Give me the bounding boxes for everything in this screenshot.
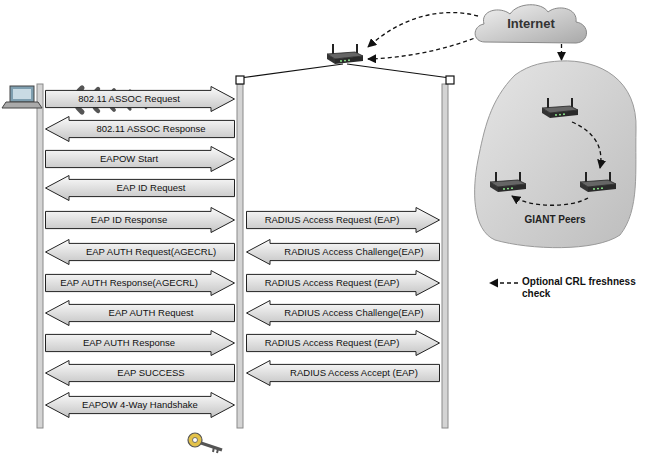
- message-label: EAPOW 4-Way Handshake: [71, 392, 209, 418]
- message-label: EAP AUTH Request: [71, 300, 231, 326]
- message-label: RADIUS Access Accept (EAP): [272, 360, 436, 386]
- message-arrow: EAP ID Response: [45, 207, 235, 233]
- message-label: RADIUS Access Request (EAP): [250, 270, 414, 296]
- message-arrow: 802.11 ASSOC Request: [45, 86, 235, 112]
- message-arrow: RADIUS Access Request (EAP): [246, 207, 440, 233]
- legend-text: Optional CRL freshness check: [522, 276, 640, 300]
- group-label: GIANT Peers: [470, 214, 640, 225]
- message-arrow: RADIUS Access Accept (EAP): [246, 360, 440, 386]
- message-arrow: EAPOW Start: [45, 146, 235, 172]
- message-arrow: 802.11 ASSOC Response: [45, 116, 235, 142]
- internet-cloud: Internet: [470, 2, 592, 44]
- laptop-icon: [2, 86, 42, 108]
- peer-access-point: [580, 172, 616, 192]
- message-label: RADIUS Access Request (EAP): [250, 207, 414, 233]
- arrow-shape: [46, 331, 235, 356]
- arrow-shape: [46, 208, 235, 233]
- message-arrow: RADIUS Access Request (EAP): [246, 330, 440, 356]
- arrow-shape: [46, 117, 235, 142]
- peer-access-point: [490, 172, 526, 192]
- key-icon: [188, 433, 222, 453]
- crl-check-lines: [368, 13, 480, 59]
- message-arrow: EAP AUTH Response(AGECRL): [45, 270, 235, 296]
- crl-check-connector: [561, 44, 562, 60]
- message-arrow: EAP AUTH Request: [45, 300, 235, 326]
- cloud-label: Internet: [470, 16, 592, 31]
- arrow-shape: [247, 208, 440, 233]
- message-arrow: EAP AUTH Response: [45, 330, 235, 356]
- arrow-shape: [46, 301, 235, 326]
- arrow-shape: [46, 393, 235, 418]
- message-label: 802.11 ASSOC Request: [49, 86, 209, 112]
- message-arrow: EAPOW 4-Way Handshake: [45, 392, 235, 418]
- message-label: EAP AUTH Response(AGECRL): [49, 270, 209, 296]
- arrow-shape: [247, 301, 440, 326]
- arrow-shape: [247, 331, 440, 356]
- arrow-shape: [46, 271, 235, 296]
- message-label: RADIUS Access Challenge(EAP): [272, 300, 436, 326]
- message-label: RADIUS Access Request (EAP): [250, 330, 414, 356]
- message-label: EAP AUTH Response: [49, 330, 209, 356]
- arrow-shape: [46, 361, 235, 386]
- message-label: EAP AUTH Request(AGECRL): [71, 239, 231, 265]
- arrow-shape: [247, 240, 440, 265]
- message-label: 802.11 ASSOC Response: [71, 116, 231, 142]
- arrow-shape: [46, 87, 235, 112]
- message-label: RADIUS Access Challenge(EAP): [272, 239, 436, 265]
- crl-check-line: [512, 196, 588, 205]
- legend-sample: [490, 283, 518, 284]
- arrow-shape: [247, 361, 440, 386]
- message-arrow: RADIUS Access Request (EAP): [246, 270, 440, 296]
- lifelines: [37, 84, 448, 428]
- arrow-shape: [46, 176, 235, 201]
- message-arrow: RADIUS Access Challenge(EAP): [246, 300, 440, 326]
- peer-group: GIANT Peers: [470, 60, 640, 250]
- arrow-shape: [46, 240, 235, 265]
- message-arrow: RADIUS Access Challenge(EAP): [246, 239, 440, 265]
- arrow-shape: [247, 271, 440, 296]
- message-label: EAP SUCCESS: [71, 360, 231, 386]
- message-arrow: EAP SUCCESS: [45, 360, 235, 386]
- peer-access-point: [542, 98, 578, 118]
- message-label: EAPOW Start: [49, 146, 209, 172]
- crl-check-line: [572, 122, 601, 168]
- message-label: EAP ID Request: [71, 175, 231, 201]
- message-arrow: EAP AUTH Request(AGECRL): [45, 239, 235, 265]
- access-point: [236, 44, 454, 84]
- arrow-shape: [46, 147, 235, 172]
- message-arrow: EAP ID Request: [45, 175, 235, 201]
- message-label: EAP ID Response: [49, 207, 209, 233]
